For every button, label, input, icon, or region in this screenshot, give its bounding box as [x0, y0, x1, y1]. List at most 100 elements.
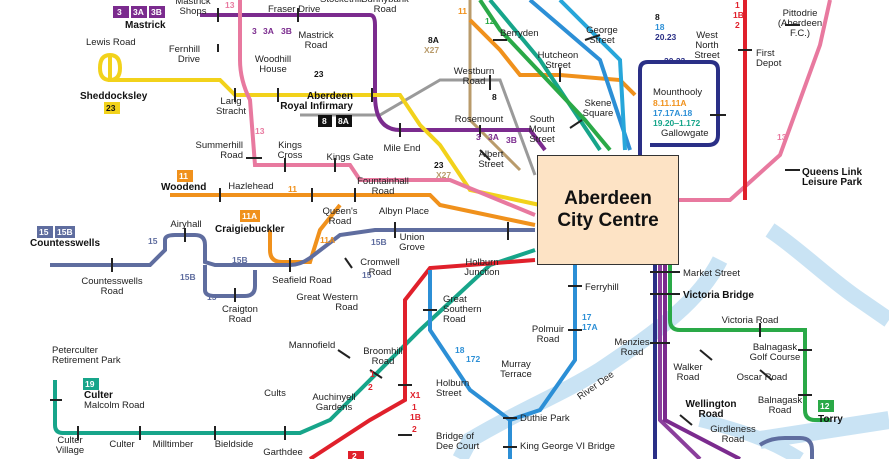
route-navy-loop — [638, 60, 720, 155]
route-badges — [37, 6, 834, 459]
route-label-x27: X27 — [436, 170, 451, 180]
route-label-1b: 1B — [733, 10, 744, 20]
stop-label-mastrick: Mastrick — [125, 20, 166, 31]
stop-label-cults: Cults — [264, 388, 286, 399]
badge-15b: 15B — [57, 227, 73, 237]
route-label-8-n: 8 — [655, 12, 660, 22]
route-18-north — [528, 0, 632, 151]
route-13-line — [238, 0, 536, 217]
badge-8: 8 — [322, 116, 327, 126]
stop-label-malcolm-road: Malcolm Road — [84, 400, 145, 411]
route-label-11: 11 — [288, 184, 297, 194]
badge-12: 12 — [820, 401, 830, 411]
route-cyan-north — [558, 0, 627, 151]
route-torry-loop — [758, 436, 814, 459]
route-label-2-s: 2 — [368, 382, 373, 392]
route-19-line — [53, 248, 536, 435]
route-label-13: 13 — [255, 126, 265, 136]
route-label-1-s2: 1 — [412, 402, 417, 412]
route-label-2023-n: 20.23 — [655, 32, 677, 42]
route-15b-loop — [203, 265, 257, 298]
route-label-15: 15 — [148, 236, 158, 246]
route-label-23-b: 23 — [434, 160, 444, 170]
route-violet-2 — [663, 265, 741, 459]
stop-label-seafield-road: Seafield Road — [272, 275, 332, 286]
route-label-3a-b: 3A — [488, 132, 499, 142]
stop-label-torry: Torry — [818, 414, 843, 425]
stop-label-bieldside: Bieldside — [215, 439, 254, 450]
route-label-1-s: 1 — [370, 369, 375, 379]
route-label-13-e: 13 — [777, 132, 787, 142]
stop-label-king-george: King George VI Bridge — [520, 441, 615, 452]
route-1-line — [308, 258, 536, 459]
route-label-15b: 15B — [180, 272, 196, 282]
route-label-18-n: 18 — [655, 22, 665, 32]
route-label-2023-e: 20.23 — [664, 56, 686, 66]
stop-label-fraser-drive: Fraser Drive — [268, 4, 320, 15]
stop-label-airyhall: Airyhall — [170, 219, 201, 230]
badge-2: 2 — [352, 451, 357, 459]
route-label-15-3: 15 — [362, 270, 372, 280]
route-13-east — [679, 0, 832, 202]
badge-19: 19 — [85, 379, 95, 389]
badge-3a: 3A — [133, 7, 144, 17]
stop-label-mile-end: Mile End — [384, 143, 421, 154]
river-label: River Dee — [575, 369, 616, 402]
route-label-172: 172 — [466, 354, 480, 364]
stop-label-gallowgate: Gallowgate — [661, 128, 709, 139]
mounthooly-routes-2: 17.17A.18 — [653, 108, 692, 118]
route-label-x1: X1 — [410, 390, 421, 400]
mounthooly-routes-3: 19.20‒1.172 — [653, 118, 701, 128]
route-label-18: 18 — [455, 345, 465, 355]
stop-label-milltimber: Milltimber — [153, 439, 194, 450]
route-label-17: 17 — [582, 312, 592, 322]
route-17-line — [509, 265, 577, 422]
stop-label-berryden: Berryden — [500, 28, 539, 39]
route-11-line — [170, 193, 536, 227]
route-label-3-b: 3 — [476, 132, 481, 142]
route-label-15b-3: 15B — [371, 237, 387, 247]
route-label-17a: 17A — [582, 322, 598, 332]
route-label-3: 3 — [252, 26, 257, 36]
route-label-1: 1 — [735, 0, 740, 10]
badge-11: 11 — [179, 171, 188, 181]
route-15-line — [50, 228, 535, 267]
route-label-1b-s: 1B — [410, 412, 421, 422]
badge-8a: 8A — [338, 116, 349, 126]
badge-11a: 11A — [242, 211, 257, 221]
stop-ticks — [50, 8, 812, 448]
city-centre-box[interactable]: Aberdeen City Centre — [537, 155, 679, 265]
route-violet-line — [658, 265, 702, 459]
